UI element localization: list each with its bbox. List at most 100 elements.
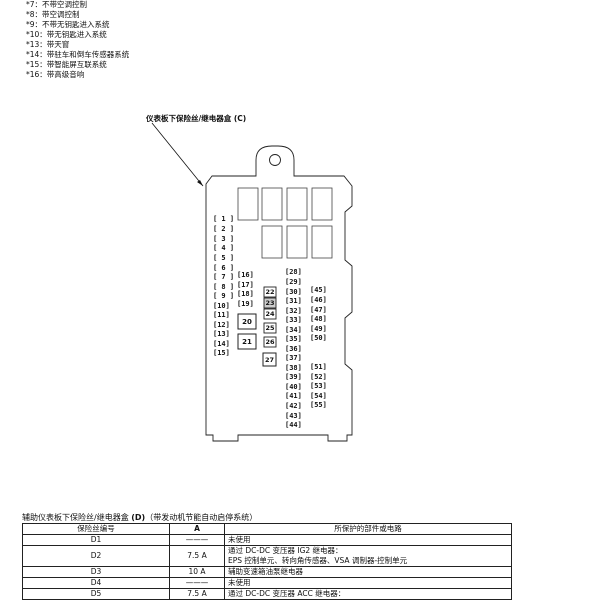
footnote: *14：带驻车和倒车传感器系统 [26,50,130,59]
fuse-number: D2 [22,545,170,567]
fuse-label: [17] [237,281,254,289]
fuse-label: [54] [310,392,327,400]
fuse-amperage: 7.5 A [169,545,225,567]
table-title-box-id: (D) [131,513,146,522]
footnote: *10：带无钥匙进入系统 [26,30,107,39]
fuse-label: [32] [285,307,302,315]
fuse-label: [35] [285,335,302,343]
fuse-number: D1 [22,534,170,546]
fuse-amperage: 7.5 A [169,588,225,600]
fuse-number: D5 [22,588,170,600]
fuse-label: 23 [265,299,275,307]
table-row: D5 7.5 A 通过 DC-DC 变压器 ACC 继电器： [22,588,512,600]
fuse-label: [10] [213,302,230,310]
relay-slot [261,225,283,259]
relay-label: 20 [242,318,252,326]
fuse-label: [36] [285,345,302,353]
fuse-circuit: 辅助变速箱油泵继电器 [224,566,512,578]
fuse-label: 25 [265,324,275,332]
fuse-label: [ 2 ] [213,225,235,233]
fuse-24-box [263,308,277,320]
fuse-label: [ 7 ] [213,273,235,281]
fuse-label: [38] [285,364,302,372]
fuse-23-box [263,297,277,309]
relay-slot [311,225,333,259]
table-title-suffix: （带发动机节能自动启停系统） [145,513,258,522]
fuse-label: 27 [264,356,275,364]
fuse-label: 26 [265,338,275,346]
fuse-label: [11] [213,311,230,319]
relay-slot [286,187,308,221]
fuse-label: [18] [237,290,254,298]
fuse-label: [50] [310,334,327,342]
fuse-label: [12] [213,321,230,329]
footnote: *16：带高级音响 [26,70,85,79]
footnote: *15：带智能屏互联系统 [26,60,107,69]
fuse-circuit: 通过 DC-DC 变压器 IG2 继电器： EPS 控制单元、转向角传感器、VS… [224,545,512,567]
fuse-label: [51] [310,363,327,371]
table-row: D2 7.5 A 通过 DC-DC 变压器 IG2 继电器： EPS 控制单元、… [22,545,512,567]
fuse-label: [13] [213,330,230,338]
fuse-label: [ 3 ] [213,235,235,243]
footnote: *9：不带无钥匙进入系统 [26,20,110,29]
relay-20-box [237,313,257,330]
fuse-number: D4 [22,577,170,589]
header-amperage: A [169,523,225,535]
fuse-label: [ 5 ] [213,254,235,262]
table-row: D1 ——— 未使用 [22,534,512,546]
header-circuit: 所保护的部件或电路 [224,523,512,535]
fuse-circuit: 未使用 [224,534,512,546]
fuse-26-box [263,336,277,348]
fuse-box-title: 仪表板下保险丝/继电器盒 (C) [146,114,247,123]
fuse-label: [33] [285,316,302,324]
fuse-circuit: 通过 DC-DC 变压器 ACC 继电器： [224,588,512,600]
fuse-label: [ 1 ] [213,215,235,223]
fuse-label: [34] [285,326,302,334]
fuse-number: D3 [22,566,170,578]
fuse-circuit: 未使用 [224,577,512,589]
fuse-label: [16] [237,271,254,279]
mounting-hole [269,154,281,166]
fuse-label: [ 8 ] [213,283,235,291]
fuse-label: [ 9 ] [213,292,235,300]
table-title: 辅助仪表板下保险丝/继电器盒 (D)（带发动机节能自动启停系统） [22,512,257,523]
fuse-label: [42] [285,402,302,410]
fuse-label: [55] [310,401,327,409]
fuse-label: [19] [237,300,254,308]
fuse-label: [28] [285,268,302,276]
fuse-label: [45] [310,286,327,294]
fuse-label: [46] [310,296,327,304]
relay-21-box [237,333,257,350]
fuse-label: [53] [310,382,327,390]
fuse-label: [44] [285,421,302,429]
fuse-amperage: 10 A [169,566,225,578]
fuse-label: [ 6 ] [213,264,235,272]
fuse-box-outline [205,145,353,442]
fuse-label: [43] [285,412,302,420]
fuse-label: 22 [265,288,275,296]
leader-line [151,122,204,187]
table-header-row: 保险丝编号 A 所保护的部件或电路 [22,523,512,535]
relay-slot [286,225,308,259]
fuse-label: [30] [285,288,302,296]
fuse-label: 24 [265,310,275,318]
fuse-amperage: ——— [169,577,225,589]
table-row: D4 ——— 未使用 [22,577,512,589]
fuse-label: [48] [310,315,327,323]
fuse-label: [14] [213,340,230,348]
relay-slot [311,187,333,221]
fuse-22-box [263,286,277,298]
footnote: *13：带天窗 [26,40,70,49]
header-fuse-number: 保险丝编号 [22,523,170,535]
fuse-label: [40] [285,383,302,391]
relay-slot [237,187,259,221]
fuse-label: [47] [310,306,327,314]
fuse-label: [31] [285,297,302,305]
fuse-label: [41] [285,392,302,400]
footnote: *7：不带空调控制 [26,0,88,9]
table-row: D3 10 A 辅助变速箱油泵继电器 [22,566,512,578]
fuse-label: [49] [310,325,327,333]
fuse-label: [52] [310,373,327,381]
relay-label: 21 [242,338,252,346]
